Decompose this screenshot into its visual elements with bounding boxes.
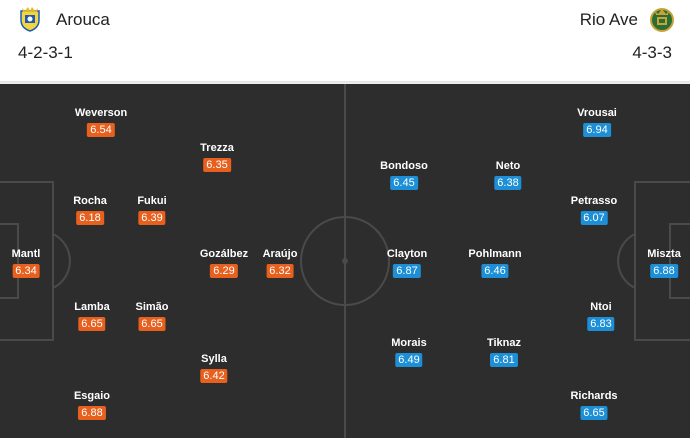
away-formation: 4-3-3 <box>632 43 672 62</box>
player-name: Neto <box>495 160 521 172</box>
player-name: Richards <box>570 390 618 402</box>
arouca-crest-icon <box>20 7 40 32</box>
player-richards[interactable]: Richards 6.65 <box>570 389 618 421</box>
player-rating: 6.46 <box>481 264 509 278</box>
player-esgaio[interactable]: Esgaio 6.88 <box>74 389 110 421</box>
player-name: Rocha <box>73 195 107 207</box>
player-name: Esgaio <box>73 390 111 402</box>
player-rating: 6.65 <box>580 406 608 420</box>
player-rating: 6.38 <box>494 176 522 190</box>
player-petrasso[interactable]: Petrasso 6.07 <box>571 194 617 226</box>
player-rating: 6.54 <box>87 123 115 137</box>
player-rating: 6.94 <box>583 123 611 137</box>
player-rating: 6.88 <box>78 406 106 420</box>
player-vrousai[interactable]: Vrousai 6.94 <box>577 106 617 138</box>
player-name: Weverson <box>74 107 128 119</box>
match-header: Arouca 4-2-3-1 Rio Ave 4-3-3 <box>0 0 690 82</box>
player-name: Simão <box>135 301 169 313</box>
player-clayton[interactable]: Clayton 6.87 <box>387 247 427 279</box>
player-rating: 6.83 <box>587 317 615 331</box>
player-name: Pohlmann <box>468 248 522 260</box>
player-morais[interactable]: Morais 6.49 <box>391 336 427 368</box>
player-name: Tiknaz <box>486 337 522 349</box>
away-team-name[interactable]: Rio Ave <box>579 10 638 29</box>
pitch-markings <box>0 84 690 438</box>
player-name: Miszta <box>647 248 681 260</box>
player-rating: 6.81 <box>490 353 518 367</box>
player-rating: 6.18 <box>76 211 104 225</box>
player-bondoso[interactable]: Bondoso 6.45 <box>380 159 428 191</box>
player-rating: 6.29 <box>210 264 238 278</box>
player-araujo[interactable]: Araújo 6.32 <box>262 247 298 279</box>
player-name: Clayton <box>386 248 428 260</box>
player-simao[interactable]: Simão 6.65 <box>135 300 169 332</box>
player-weverson[interactable]: Weverson 6.54 <box>75 106 127 138</box>
player-rating: 6.88 <box>650 264 678 278</box>
player-rating: 6.39 <box>138 211 166 225</box>
home-formation: 4-2-3-1 <box>18 43 73 62</box>
player-rating: 6.34 <box>12 264 40 278</box>
player-sylla[interactable]: Sylla 6.42 <box>200 352 228 384</box>
player-rating: 6.42 <box>200 369 228 383</box>
player-name: Mantl <box>11 248 41 260</box>
player-pohlmann[interactable]: Pohlmann 6.46 <box>468 247 522 279</box>
player-rating: 6.45 <box>390 176 418 190</box>
player-tiknaz[interactable]: Tiknaz 6.81 <box>487 336 521 368</box>
player-name: Vrousai <box>577 107 617 119</box>
player-rating: 6.07 <box>580 211 608 225</box>
player-name: Fukui <box>137 195 167 207</box>
player-rating: 6.65 <box>138 317 166 331</box>
player-name: Sylla <box>201 353 227 365</box>
player-rating: 6.87 <box>393 264 421 278</box>
home-team-name[interactable]: Arouca <box>56 10 110 29</box>
rio-ave-crest-icon <box>650 8 674 32</box>
player-name: Bondoso <box>380 160 428 172</box>
player-trezza[interactable]: Trezza 6.35 <box>200 141 234 173</box>
player-rating: 6.35 <box>203 158 231 172</box>
player-name: Lamba <box>74 301 110 313</box>
player-rocha[interactable]: Rocha 6.18 <box>73 194 107 226</box>
player-neto[interactable]: Neto 6.38 <box>494 159 522 191</box>
player-gozalbez[interactable]: Gozálbez 6.29 <box>200 247 248 279</box>
player-rating: 6.32 <box>266 264 294 278</box>
pitch: Mantl 6.34 Weverson 6.54 Rocha 6.18 Lamb… <box>0 84 690 438</box>
player-name: Araújo <box>262 248 298 260</box>
player-miszta[interactable]: Miszta 6.88 <box>647 247 681 279</box>
player-ntoi[interactable]: Ntoi 6.83 <box>587 300 615 332</box>
player-name: Petrasso <box>570 195 618 207</box>
player-name: Gozálbez <box>199 248 249 260</box>
player-rating: 6.49 <box>395 353 423 367</box>
player-name: Trezza <box>200 142 234 154</box>
player-lamba[interactable]: Lamba 6.65 <box>74 300 110 332</box>
player-name: Ntoi <box>590 301 612 313</box>
player-fukui[interactable]: Fukui 6.39 <box>137 194 167 226</box>
player-mantl[interactable]: Mantl 6.34 <box>11 247 41 279</box>
player-rating: 6.65 <box>78 317 106 331</box>
player-name: Morais <box>391 337 427 349</box>
